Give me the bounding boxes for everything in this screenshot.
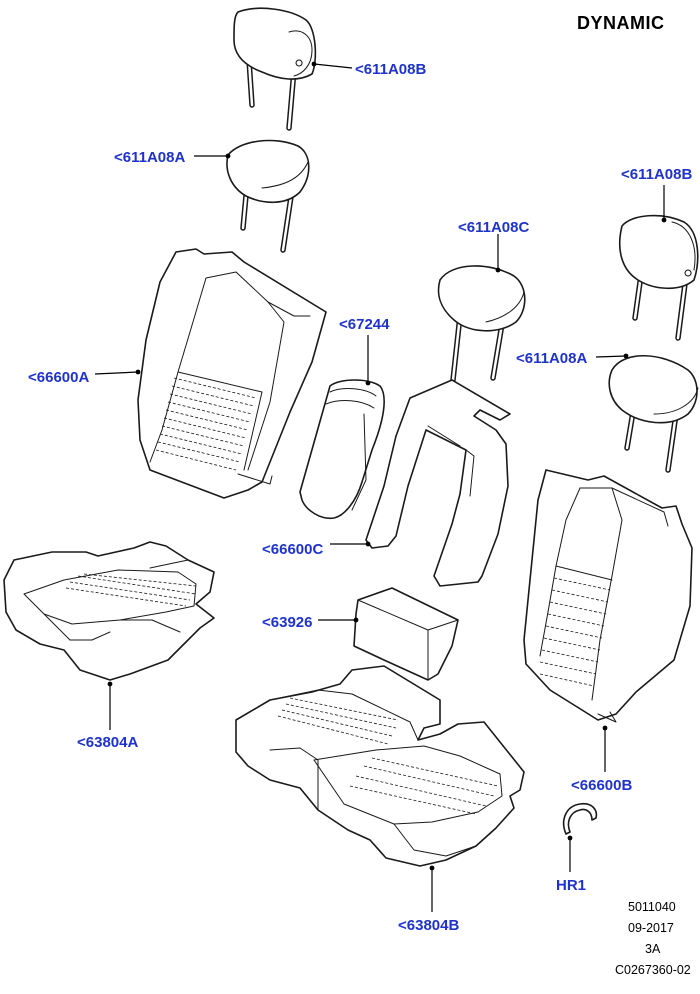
footer-ref: C0267360-02 [615, 963, 691, 977]
variant-title: DYNAMIC [577, 13, 665, 33]
callout-611a08a-right: <611A08A [516, 350, 587, 367]
footer-code: 5011040 [628, 900, 676, 914]
footer-rev: 3A [645, 942, 661, 956]
cushion-63804a[interactable] [3, 541, 215, 681]
callout-66600c: <66600C [262, 541, 323, 558]
callout-611a08b-right: <611A08B [621, 166, 692, 183]
armrest-67244[interactable] [299, 379, 385, 520]
headrest-611a08b-right[interactable] [618, 214, 699, 341]
callout-611a08a-left: <611A08A [114, 149, 185, 166]
headrest-611a08a-left[interactable] [226, 139, 310, 253]
callout-hr1: HR1 [556, 877, 586, 894]
cushion-63804b[interactable] [235, 665, 525, 867]
hook-hr1[interactable] [562, 802, 598, 835]
backrest-66600b[interactable] [523, 469, 693, 723]
callout-66600b: <66600B [571, 777, 632, 794]
backrest-66600c[interactable] [365, 379, 511, 587]
backrest-66600a[interactable] [137, 248, 327, 499]
armrest-box-63926[interactable] [353, 587, 459, 681]
headrest-611a08b-top[interactable] [233, 7, 317, 131]
headrest-611a08a-right[interactable] [608, 354, 699, 473]
headrest-611a08c-center[interactable] [437, 265, 526, 383]
callout-611a08b-top: <611A08B [355, 61, 426, 78]
callout-611a08c: <611A08C [458, 219, 529, 236]
callout-63804a: <63804A [77, 734, 138, 751]
callout-63926: <63926 [262, 614, 312, 631]
footer-date: 09-2017 [628, 921, 674, 935]
callout-67244: <67244 [339, 316, 390, 333]
callout-63804b: <63804B [398, 917, 459, 934]
callout-66600a: <66600A [28, 369, 89, 386]
